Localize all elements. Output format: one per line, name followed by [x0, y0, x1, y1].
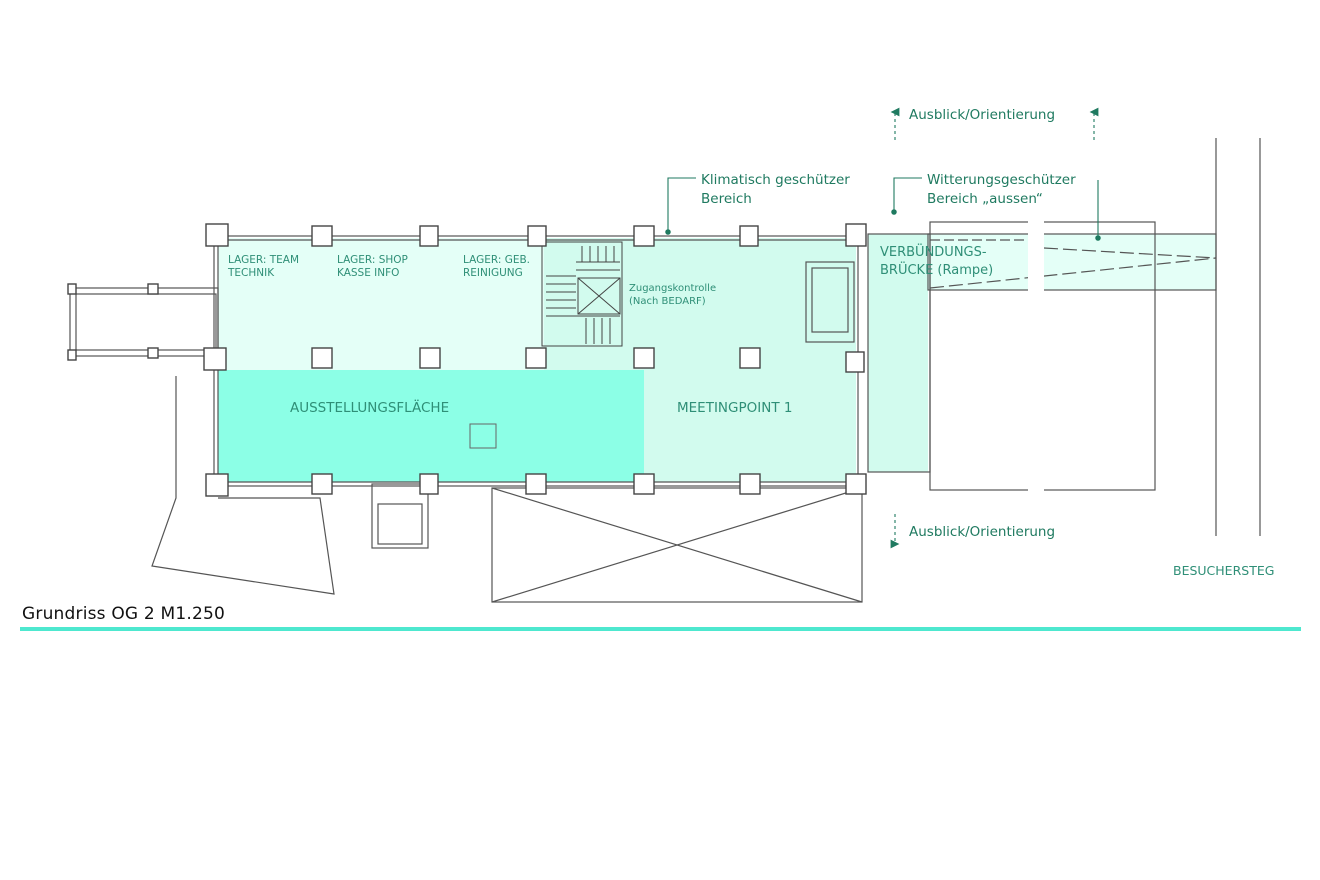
room-label-zugang-2: (Nach BEDARF): [629, 296, 706, 307]
annotations: Klimatisch geschützer Bereich Witterungs…: [701, 107, 1274, 578]
columns: [67, 223, 867, 497]
annotation-ausblick-top: Ausblick/Orientierung: [909, 107, 1055, 123]
annotation-witterung: Witterungsgeschützer: [927, 172, 1076, 188]
room-label-lager-team: LAGER: TEAM: [228, 254, 299, 266]
stair-right-fill: [802, 238, 856, 370]
bridge-zone-fill: [868, 234, 928, 472]
annotation-witterung-2: Bereich „aussen“: [927, 191, 1043, 207]
bridge-ramp-fill: [928, 234, 1216, 290]
annotation-klima: Klimatisch geschützer: [701, 172, 850, 188]
bridge-gap: [1028, 220, 1044, 492]
plan-caption: Grundriss OG 2 M1.250: [22, 604, 226, 624]
room-label-bruecke-2: BRÜCKE (Rampe): [880, 261, 993, 278]
room-label-lager-team-2: TECHNIK: [227, 267, 275, 279]
room-label-lager-geb: LAGER: GEB.: [463, 254, 530, 266]
room-label-bruecke: VERBÜNDUNGS-: [880, 243, 987, 260]
storage-zone-fill: [218, 238, 544, 372]
room-label-meetingpoint: MEETINGPOINT 1: [677, 400, 792, 416]
exhibition-area-fill: [218, 370, 644, 482]
room-labels: LAGER: TEAM TECHNIK LAGER: SHOP KASSE IN…: [227, 243, 993, 416]
zone-fills: [218, 234, 1216, 482]
meetingpoint-fill: [644, 370, 856, 482]
room-label-lager-shop: LAGER: SHOP: [337, 254, 408, 266]
plinth-marker: [469, 423, 497, 449]
annotation-leaders: [665, 107, 1101, 549]
annotation-besuchersteg: BESUCHERSTEG: [1173, 563, 1274, 578]
stair-core: [541, 241, 623, 347]
annotation-ausblick-bottom: Ausblick/Orientierung: [909, 524, 1055, 540]
room-label-ausstellung: AUSSTELLUNGSFLÄCHE: [290, 398, 449, 416]
caption-underline: [20, 627, 1301, 631]
room-label-lager-geb-2: REINIGUNG: [463, 267, 523, 279]
room-label-zugang: Zugangskontrolle: [629, 283, 716, 294]
annotation-klima-2: Bereich: [701, 191, 752, 207]
room-label-lager-shop-2: KASSE INFO: [337, 267, 399, 279]
